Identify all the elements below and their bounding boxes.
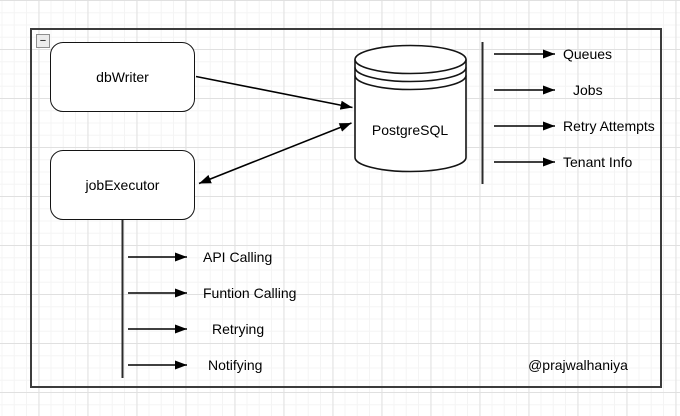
credit-handle: @prajwalhaniya — [528, 357, 628, 373]
collapse-toggle-button[interactable]: − — [36, 34, 50, 48]
group-frame[interactable] — [30, 28, 662, 388]
cylinder-body[interactable] — [354, 59, 467, 173]
node-jobexecutor[interactable]: jobExecutor — [50, 150, 195, 220]
label-tenant-info: Tenant Info — [563, 154, 633, 170]
node-jobexecutor-label: jobExecutor — [85, 177, 160, 193]
label-retrying: Retrying — [212, 321, 265, 337]
cylinder-ring-2 — [354, 75, 467, 91]
postgresql-label: PostgreSQL — [371, 122, 449, 138]
cylinder-top-ellipse — [354, 44, 467, 75]
label-api-calling: API Calling — [203, 249, 273, 265]
postgresql-cylinder[interactable] — [354, 44, 467, 173]
cylinder-ring-1 — [354, 67, 467, 83]
label-jobs: Jobs — [573, 82, 603, 98]
minus-icon: − — [39, 35, 47, 47]
node-dbwriter-label: dbWriter — [96, 69, 149, 85]
edge-dbwriter-to-postgresql[interactable] — [195, 75, 353, 110]
edge-jobexecutor-postgresql-bidirectional[interactable] — [198, 122, 352, 185]
label-funtion-calling: Funtion Calling — [203, 285, 297, 301]
node-dbwriter[interactable]: dbWriter — [50, 42, 195, 112]
label-queues: Queues — [563, 46, 613, 62]
label-notifying: Notifying — [208, 357, 263, 373]
label-retry-attempts: Retry Attempts — [563, 118, 655, 134]
